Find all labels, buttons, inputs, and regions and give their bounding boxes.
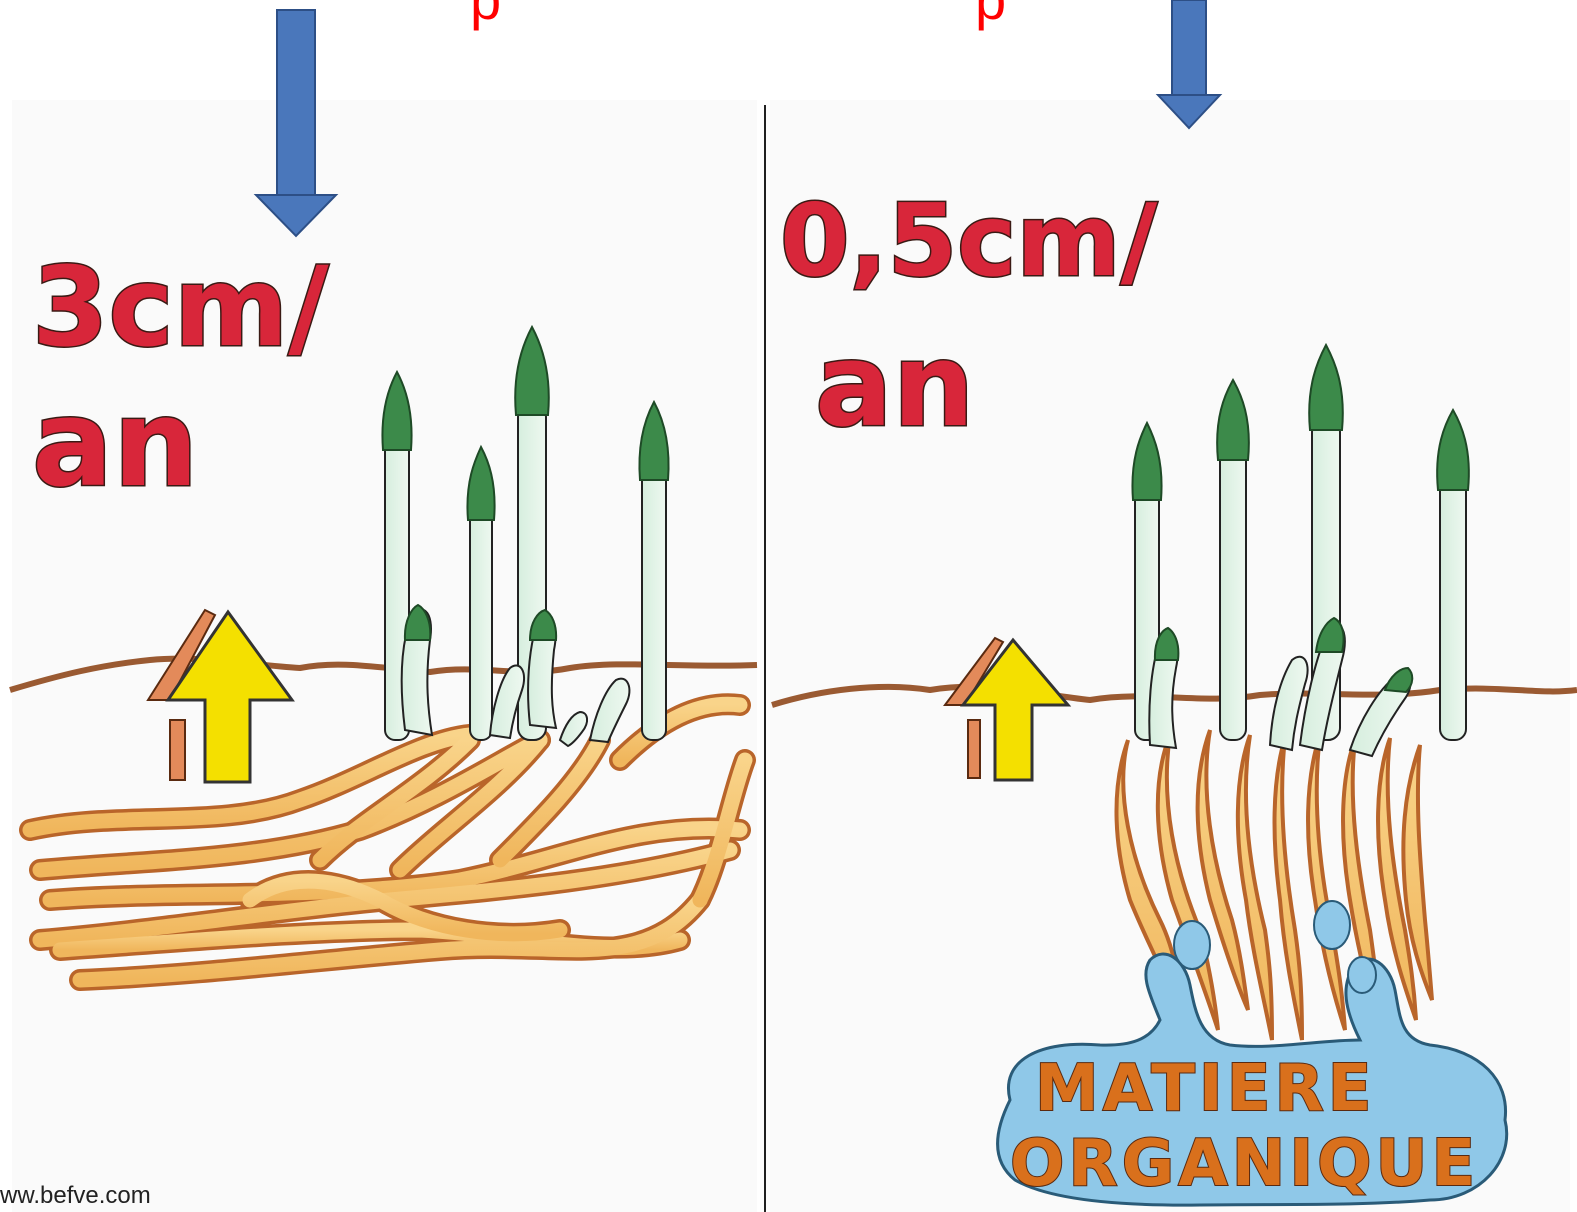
spear	[1217, 380, 1249, 740]
left-rate-value: 3cm/	[32, 243, 329, 371]
watermark-credit: ww.befve.com	[0, 1180, 151, 1212]
right-rate-unit: an	[815, 319, 974, 453]
organic-label-line2: ORGANIQUE	[1010, 1127, 1479, 1201]
spear	[639, 402, 668, 740]
right-rate-value: 0,5cm/	[780, 182, 1158, 299]
spear	[528, 610, 556, 728]
spear	[402, 605, 432, 735]
organic-label-line1: MATIERE	[1035, 1052, 1375, 1126]
left-rate-unit: an	[32, 375, 198, 514]
spear	[1437, 410, 1469, 740]
spear	[467, 447, 494, 740]
